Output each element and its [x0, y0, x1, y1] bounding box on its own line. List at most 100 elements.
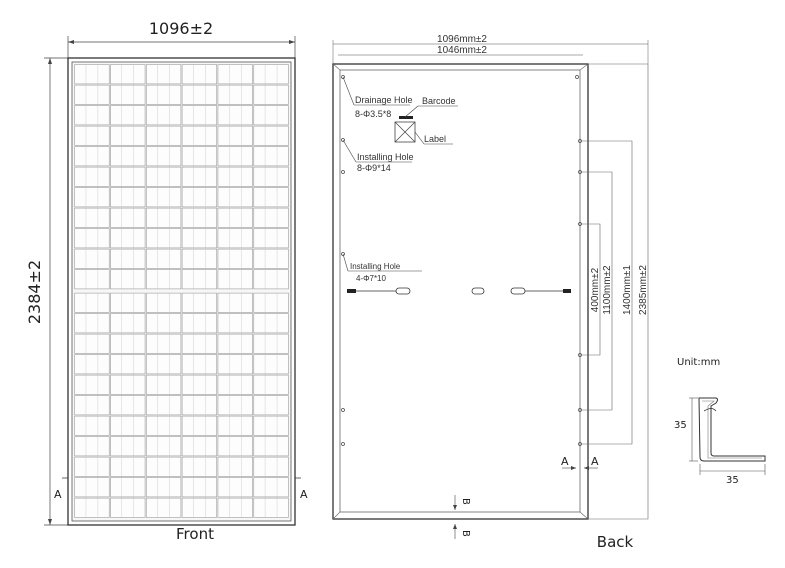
solar-cell [181, 395, 218, 416]
solar-cell [217, 313, 253, 334]
dim-2385-label: 2385mm±2 [638, 265, 649, 315]
solar-cell [145, 415, 182, 436]
solar-cell [253, 228, 289, 249]
solar-cell [217, 374, 253, 395]
junction-box-cables [347, 287, 571, 295]
mounting-hole [578, 442, 582, 446]
profile-shape [698, 397, 766, 462]
solar-cell [217, 64, 253, 85]
solar-cell [253, 187, 289, 208]
mounting-hole [578, 170, 582, 174]
solar-cell [110, 415, 146, 436]
solar-cell [181, 166, 218, 187]
solar-cell [145, 187, 182, 208]
solar-cell [253, 497, 289, 518]
solar-cell [253, 105, 289, 126]
solar-cell [74, 105, 110, 126]
solar-cell [145, 313, 182, 334]
solar-cell [217, 292, 253, 313]
back-inner-frame [339, 69, 581, 513]
solar-cell [181, 374, 218, 395]
back-width-outer-label: 1096mm±2 [437, 34, 487, 45]
solar-cell [181, 313, 218, 334]
solar-cell [74, 456, 110, 477]
solar-cell [74, 248, 110, 269]
solar-cell [181, 436, 218, 457]
solar-cell [217, 354, 253, 375]
front-cell-grid [74, 64, 289, 518]
solar-cell [181, 207, 218, 228]
frame-profile: Unit:mm 35 35 [674, 357, 766, 486]
mounting-hole [341, 408, 345, 412]
solar-cell [74, 395, 110, 416]
solar-cell [181, 477, 218, 498]
solar-cell [110, 166, 146, 187]
solar-cell [181, 187, 218, 208]
solar-cell [253, 125, 289, 146]
back-frame [332, 63, 589, 520]
profile-width-label: 35 [726, 475, 739, 486]
mounting-hole [341, 138, 345, 142]
solar-cell [217, 477, 253, 498]
solar-cell [253, 84, 289, 105]
solar-cell [253, 248, 289, 269]
drainage-hole-spec: 8-Φ3.5*8 [355, 109, 391, 119]
solar-cell [253, 354, 289, 375]
solar-cell [145, 146, 182, 167]
solar-cell [110, 456, 146, 477]
solar-cell [110, 436, 146, 457]
solar-cell [217, 125, 253, 146]
solar-cell [110, 146, 146, 167]
solar-cell [110, 228, 146, 249]
solar-cell [74, 269, 110, 290]
solar-cell [253, 415, 289, 436]
solar-cell [145, 477, 182, 498]
back-section-b-bottom: B [460, 530, 471, 537]
solar-cell [217, 187, 253, 208]
back-section-b-top: B [460, 498, 471, 505]
barcode-label: Barcode [422, 96, 456, 106]
solar-cell [145, 497, 182, 518]
back-left-holes [341, 138, 345, 446]
mounting-hole [341, 442, 345, 446]
solar-cell [74, 292, 110, 313]
mounting-hole [578, 353, 582, 357]
solar-cell [181, 497, 218, 518]
solar-cell [110, 333, 146, 354]
solar-cell [253, 436, 289, 457]
solar-cell [253, 292, 289, 313]
back-view: 1096mm±2 1046mm±2 Drainage Hole 8-Φ3.5*8… [332, 34, 649, 551]
solar-cell [181, 64, 218, 85]
solar-cell [74, 228, 110, 249]
barcode-icon [399, 116, 413, 119]
dim-400-label: 400mm±2 [590, 267, 601, 312]
installing-hole2-spec: 4-Φ7*10 [356, 274, 387, 283]
solar-cell [74, 374, 110, 395]
dim-1400-label: 1400mm±1 [622, 265, 633, 315]
label-label: Label [424, 134, 446, 144]
solar-cell [74, 497, 110, 518]
solar-cell [74, 166, 110, 187]
solar-cell [181, 228, 218, 249]
solar-cell [181, 333, 218, 354]
solar-cell [110, 292, 146, 313]
back-width-inner-label: 1046mm±2 [437, 45, 487, 56]
solar-cell [217, 395, 253, 416]
solar-cell [145, 269, 182, 290]
solar-cell [181, 84, 218, 105]
solar-cell [217, 207, 253, 228]
solar-cell [74, 187, 110, 208]
solar-cell [145, 395, 182, 416]
solar-cell [110, 374, 146, 395]
solar-cell [74, 313, 110, 334]
solar-cell [110, 477, 146, 498]
solar-cell [253, 64, 289, 85]
solar-cell [253, 313, 289, 334]
solar-cell [181, 415, 218, 436]
back-right-dimensions [582, 63, 649, 520]
solar-cell [74, 146, 110, 167]
solar-cell [74, 415, 110, 436]
solar-cell [145, 333, 182, 354]
solar-cell [253, 146, 289, 167]
